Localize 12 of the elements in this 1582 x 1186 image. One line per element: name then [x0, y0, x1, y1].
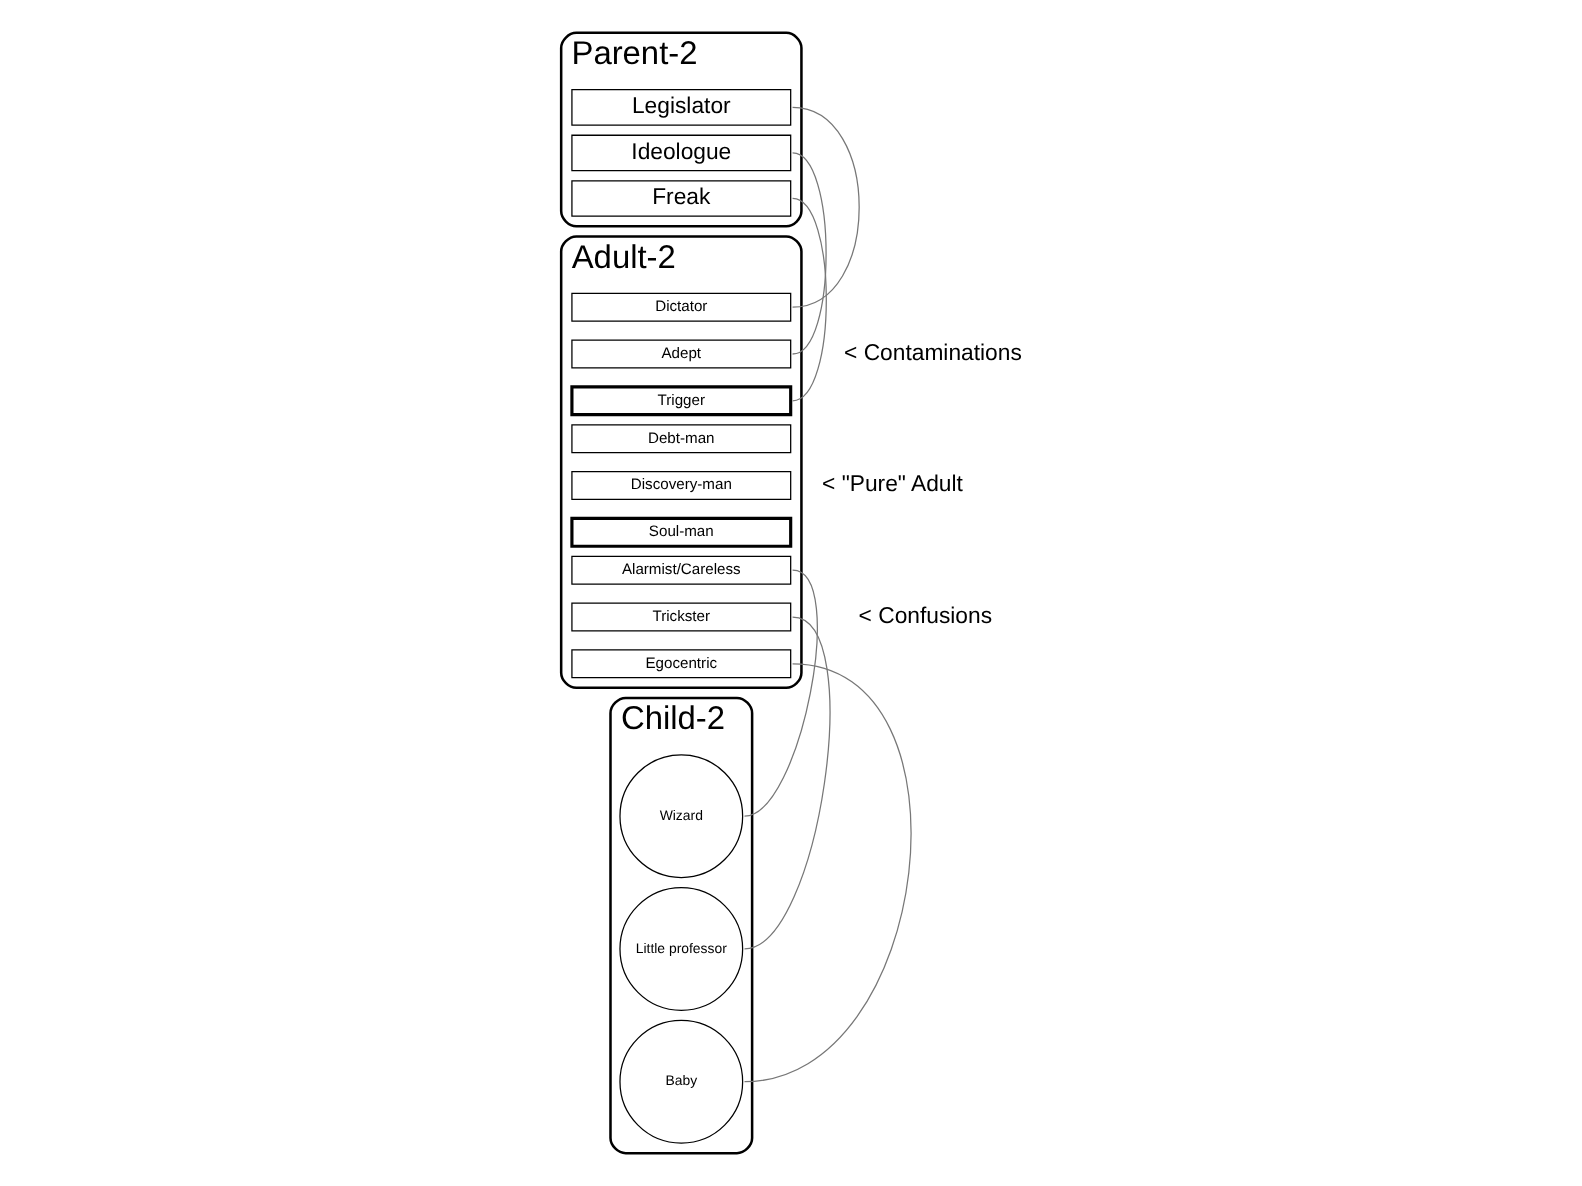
connector: [743, 663, 912, 1083]
node-box: Legislator: [571, 89, 792, 126]
connector: [743, 616, 831, 950]
label: < Contaminations: [844, 341, 1022, 366]
connector: [791, 152, 827, 355]
node-box: Ideologue: [571, 134, 792, 172]
label: < Confusions: [858, 604, 993, 629]
connector: [791, 197, 827, 402]
connector: [791, 106, 860, 308]
label: < "Pure" Adult: [822, 473, 963, 498]
connector: [743, 569, 818, 817]
node-box: Freak: [571, 180, 792, 217]
